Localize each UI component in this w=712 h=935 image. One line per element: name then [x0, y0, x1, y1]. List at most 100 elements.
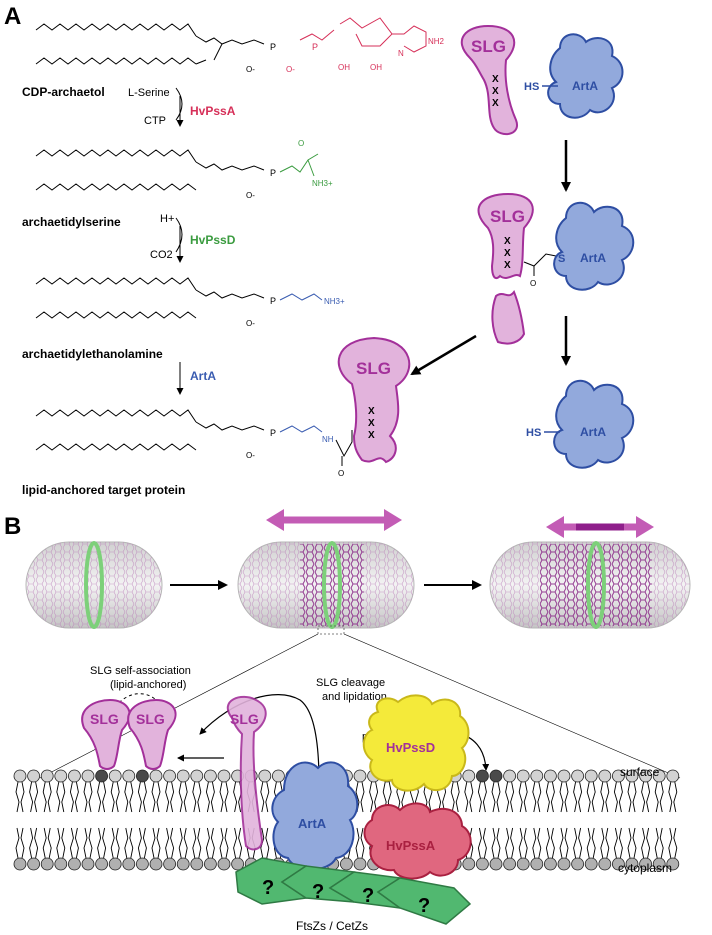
lipid-head — [258, 769, 272, 783]
lipid-head — [95, 857, 108, 871]
lipid-head — [217, 769, 231, 783]
lipid-tail — [518, 827, 528, 859]
lipid-tail — [69, 781, 79, 813]
lipid-head — [652, 857, 666, 871]
o-minus-5: O- — [246, 451, 255, 460]
slg-anchored-2: SLG — [127, 698, 177, 770]
o-acyl: O — [530, 279, 536, 288]
lipid-head — [639, 857, 652, 871]
x-mark: X — [504, 260, 511, 271]
slg-label-a1: SLG — [471, 37, 506, 56]
lipid-head — [203, 857, 217, 871]
lipid-head — [475, 857, 489, 871]
lipid-head — [462, 769, 476, 783]
hs-label-1: HS — [524, 81, 539, 93]
lipid-head — [625, 769, 639, 783]
cell-2 — [237, 541, 415, 635]
lipid-tail — [15, 827, 25, 859]
hvpssd-label-b: HvPssD — [386, 740, 435, 755]
lipid-head — [584, 857, 598, 871]
lipid-tail — [641, 827, 651, 859]
lipid-head — [544, 769, 557, 783]
lipid-head — [149, 769, 163, 783]
lipid-head — [503, 769, 517, 783]
lipid-tail — [165, 781, 175, 813]
cell-3 — [489, 541, 691, 629]
lipid-head — [516, 769, 530, 783]
lipid-tail — [178, 827, 188, 859]
lipid-head — [27, 769, 40, 783]
lipid-tail — [97, 827, 107, 859]
lipid-tail — [192, 781, 202, 813]
hvpssa-enzyme-a: HvPssA — [190, 104, 236, 118]
lipid-head — [598, 857, 612, 871]
p-label-1: P — [270, 42, 276, 52]
lipid-head — [149, 857, 163, 871]
lipid-tail — [165, 827, 175, 859]
cleaved-fragment — [491, 289, 526, 345]
x-mark: X — [368, 418, 375, 429]
lipid-head — [339, 857, 353, 871]
l-serine-label: L-Serine — [128, 87, 170, 99]
p-label-4: P — [270, 296, 276, 306]
zoom-line-right — [343, 633, 681, 779]
lipid-head — [203, 769, 217, 783]
lipid-tail — [573, 827, 583, 859]
lipid-tail — [56, 781, 66, 813]
hvpssa-complex: HvPssA — [363, 802, 472, 880]
lipid-head — [217, 857, 231, 871]
lipid-head — [108, 769, 122, 783]
ctp-label: CTP — [144, 115, 166, 127]
o-minus-1: O- — [246, 65, 255, 74]
lipid-tail — [110, 827, 120, 859]
slg-self-assoc-label: SLG self-association — [90, 665, 191, 677]
zoom-line-left — [39, 633, 319, 779]
slg-precursor: SLG X X X — [460, 24, 519, 136]
lipid-tail — [42, 781, 52, 813]
lipid-tail — [464, 781, 474, 813]
lipid-head — [135, 857, 149, 871]
and-lipidation-label: and lipidation — [322, 691, 387, 703]
ftsz-label: FtsZs / CetZs — [296, 919, 368, 933]
lipid-tail — [613, 827, 623, 859]
lipid-tail — [124, 781, 134, 813]
lipid-tail — [641, 781, 651, 813]
lipid-head — [176, 769, 190, 783]
n-label: N — [398, 49, 404, 58]
arta-membrane: ArtA — [271, 761, 359, 871]
lipid-head — [516, 857, 530, 871]
o-label-green: O — [298, 139, 304, 148]
lipid-head — [81, 769, 95, 783]
growth-arrowhead-right-1 — [384, 509, 402, 531]
lipid-head — [81, 857, 95, 871]
lipid-tail — [151, 781, 161, 813]
hvpssd-enzyme-a: HvPssD — [190, 233, 236, 247]
lipid-head — [353, 857, 367, 871]
lipid-tail — [613, 781, 623, 813]
question-mark: ? — [312, 881, 324, 903]
lipid-head — [176, 857, 190, 871]
lipid-head — [530, 857, 544, 871]
lipid-tail — [505, 781, 515, 813]
ho-label: OH — [338, 63, 350, 72]
lipid-tail — [178, 781, 188, 813]
p-label-3: P — [270, 168, 276, 178]
lipid-tail — [29, 827, 39, 859]
lipid-head — [475, 769, 489, 783]
lipid-tail — [668, 781, 678, 813]
slg-acyl-intermediate: SLG X X X O — [477, 192, 557, 288]
lipid-tail — [83, 781, 93, 813]
s-label: S — [558, 253, 565, 265]
o-minus-4: O- — [246, 319, 255, 328]
slg-label-a4: SLG — [356, 359, 391, 378]
lipid-tail — [627, 827, 637, 859]
lipid-tail — [450, 781, 460, 813]
lipid-head — [666, 769, 680, 783]
lipid-head — [40, 769, 54, 783]
slg-label-b1: SLG — [90, 711, 119, 727]
question-mark: ? — [362, 885, 374, 907]
ethanolamine-anchor — [279, 425, 323, 433]
lipid-tail — [192, 827, 202, 859]
archaetidylserine-structure — [35, 149, 265, 191]
